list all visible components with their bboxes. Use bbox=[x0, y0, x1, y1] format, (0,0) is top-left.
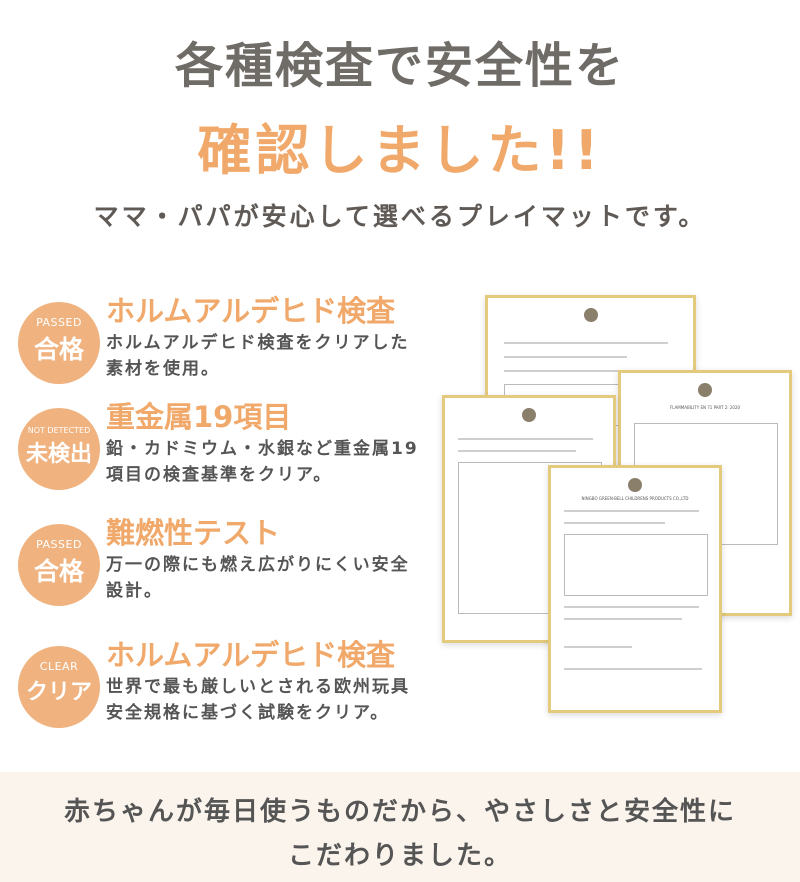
feature-description: 万一の際にも燃え広がりにくい安全設計。 bbox=[106, 555, 410, 601]
clear-badge: CLEAR クリア bbox=[18, 646, 100, 728]
footer-line-1: 赤ちゃんが毎日使うものだから、やさしさと安全性に bbox=[63, 797, 736, 827]
footer-line-2: こだわりました。 bbox=[287, 841, 512, 871]
badge-big-text: クリア bbox=[25, 680, 92, 705]
badge-big-text: 合格 bbox=[33, 335, 84, 364]
badge-big-text: 合格 bbox=[33, 557, 84, 586]
certificate-header: NINGBO GREEN-BELL CHILDRENS PRODUCTS CO.… bbox=[581, 496, 689, 501]
badge-big-text: 未検出 bbox=[25, 442, 92, 467]
sub-heading: 確認しました!! bbox=[197, 119, 603, 182]
certification-logo bbox=[583, 308, 598, 322]
feature-eu-toy-standard: CLEAR クリア ホルムアルデヒド検査 世界で最も厳しいとされる欧州玩具安全規… bbox=[18, 632, 438, 742]
lead-text: ママ・パパが安心して選べるプレイマットです。 bbox=[93, 202, 707, 231]
certification-logo bbox=[628, 478, 642, 492]
feature-formaldehyde: PASSED 合格 ホルムアルデヒド検査 ホルムアルデヒド検査をクリアした素材を… bbox=[18, 288, 438, 398]
certificate-header: FLAMMABILITY EN 71 PART 2: 2020 bbox=[669, 405, 741, 410]
certification-logo bbox=[522, 408, 536, 422]
badge-small-text: NOT DETECTED bbox=[27, 426, 91, 435]
certification-logo bbox=[698, 383, 712, 397]
feature-description: 世界で最も厳しいとされる欧州玩具安全規格に基づく試験をクリア。 bbox=[106, 677, 410, 723]
feature-title: 重金属19項目 bbox=[106, 400, 292, 434]
feature-heavy-metals: NOT DETECTED 未検出 重金属19項目 鉛・カドミウム・水銀など重金属… bbox=[18, 394, 438, 504]
feature-title: 難燃性テスト bbox=[106, 516, 281, 550]
badge-small-text: PASSED bbox=[36, 538, 82, 551]
passed-badge: PASSED 合格 bbox=[18, 524, 100, 606]
passed-badge: PASSED 合格 bbox=[18, 302, 100, 384]
certificate-page-front: NINGBO GREEN-BELL CHILDRENS PRODUCTS CO.… bbox=[548, 465, 722, 713]
feature-description: 鉛・カドミウム・水銀など重金属19項目の検査基準をクリア。 bbox=[106, 439, 419, 485]
badge-small-text: CLEAR bbox=[39, 660, 79, 673]
footer-banner: 赤ちゃんが毎日使うものだから、やさしさと安全性に こだわりました。 bbox=[0, 772, 800, 882]
badge-small-text: PASSED bbox=[36, 316, 82, 329]
footer-message: 赤ちゃんが毎日使うものだから、やさしさと安全性に こだわりました。 bbox=[0, 790, 800, 878]
not-detected-badge: NOT DETECTED 未検出 bbox=[18, 408, 100, 490]
feature-title: ホルムアルデヒド検査 bbox=[106, 638, 396, 672]
certificate-documents: FLAMMABILITY EN 71 PART 2: 2020 NINGBO G… bbox=[440, 295, 792, 715]
feature-description: ホルムアルデヒド検査をクリアした素材を使用。 bbox=[106, 333, 410, 379]
main-heading: 各種検査で安全性を bbox=[174, 38, 625, 94]
feature-flame-test: PASSED 合格 難燃性テスト 万一の際にも燃え広がりにくい安全設計。 bbox=[18, 510, 438, 620]
feature-title: ホルムアルデヒド検査 bbox=[106, 294, 396, 328]
